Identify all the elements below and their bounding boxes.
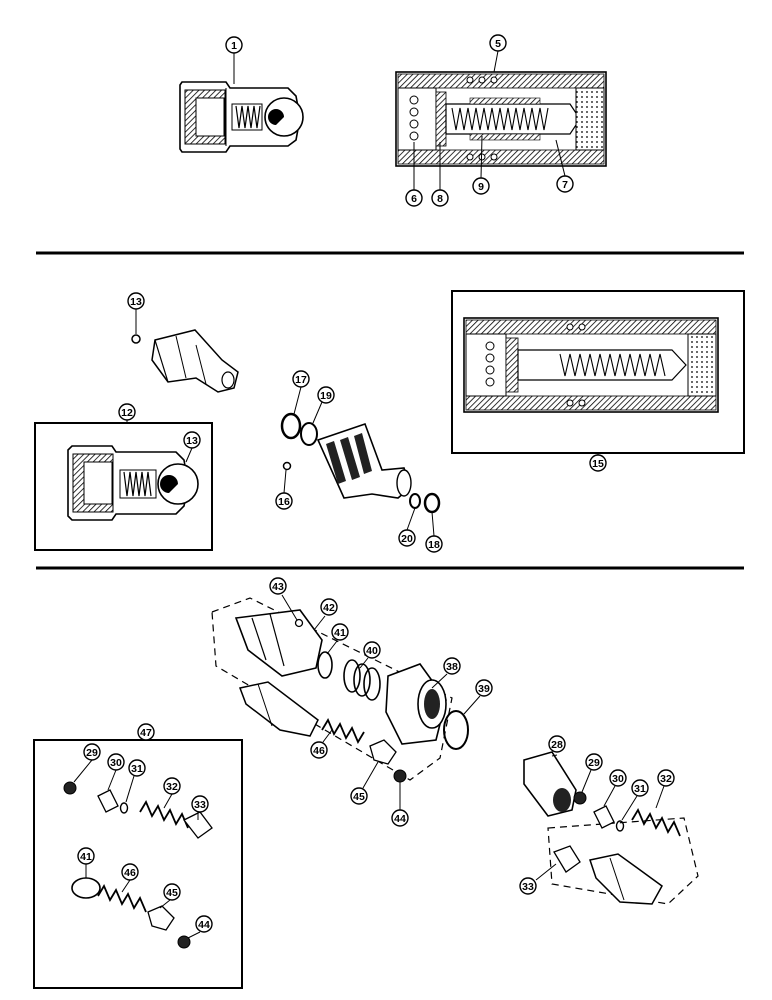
svg-text:31: 31 — [634, 783, 646, 795]
svg-text:44: 44 — [394, 813, 406, 825]
callout-46-main: 46 — [310, 741, 328, 759]
callout-44-main: 44 — [391, 809, 409, 827]
callout-45-kit: 45 — [163, 883, 181, 901]
svg-text:30: 30 — [612, 773, 624, 785]
svg-text:6: 6 — [411, 193, 417, 205]
valve-kit-47 — [63, 781, 213, 949]
svg-text:32: 32 — [166, 781, 178, 793]
svg-text:7: 7 — [562, 179, 568, 191]
svg-text:8: 8 — [437, 193, 443, 205]
callout-29-kit: 29 — [83, 743, 101, 761]
callout-13-ball: 13 — [183, 431, 201, 449]
sleeve-assembly — [234, 609, 469, 783]
leader-lines — [73, 50, 665, 939]
right-valve-assembly — [523, 751, 681, 905]
callout-41-kit: 41 — [77, 847, 95, 865]
svg-text:30: 30 — [110, 757, 122, 769]
callout-20: 20 — [398, 529, 416, 547]
svg-text:1: 1 — [231, 40, 237, 52]
callout-17: 17 — [292, 370, 310, 388]
callout-33-kit: 33 — [191, 795, 209, 813]
svg-text:15: 15 — [592, 458, 604, 470]
callout-33-right: 33 — [519, 877, 537, 895]
callout-18: 18 — [425, 535, 443, 553]
part-1-coupler-body — [179, 81, 304, 153]
svg-text:17: 17 — [295, 374, 307, 386]
svg-text:45: 45 — [166, 887, 178, 899]
inset-box-47 — [33, 739, 243, 989]
svg-text:40: 40 — [366, 645, 378, 657]
callout-43: 43 — [269, 577, 287, 595]
svg-text:12: 12 — [121, 407, 133, 419]
callout-41-main: 41 — [331, 623, 349, 641]
callout-15: 15 — [589, 454, 607, 472]
callout-1: 1 — [225, 36, 243, 54]
svg-text:46: 46 — [313, 745, 325, 757]
callout-31-right: 31 — [631, 779, 649, 797]
callout-31-kit: 31 — [128, 759, 146, 777]
svg-text:39: 39 — [478, 683, 490, 695]
callout-29-right: 29 — [585, 753, 603, 771]
svg-text:28: 28 — [551, 739, 563, 751]
svg-text:41: 41 — [80, 851, 92, 863]
callout-32-right: 32 — [657, 769, 675, 787]
exploded-group-outline — [211, 597, 453, 781]
svg-text:32: 32 — [660, 773, 672, 785]
callout-46-kit: 46 — [121, 863, 139, 881]
callout-44-kit: 44 — [195, 915, 213, 933]
svg-text:19: 19 — [320, 390, 332, 402]
callout-42: 42 — [320, 598, 338, 616]
callout-30-right: 30 — [609, 769, 627, 787]
callout-5: 5 — [489, 34, 507, 52]
callout-28: 28 — [548, 735, 566, 753]
svg-text:43: 43 — [272, 581, 284, 593]
svg-text:20: 20 — [401, 533, 413, 545]
callout-47: 47 — [137, 723, 155, 741]
socket-assembly — [280, 412, 441, 514]
callout-8: 8 — [431, 189, 449, 207]
callout-19: 19 — [317, 386, 335, 404]
part-12-coupler-body — [67, 445, 199, 521]
svg-text:29: 29 — [86, 747, 98, 759]
svg-text:46: 46 — [124, 867, 136, 879]
part-15-coupler-cutaway — [463, 317, 719, 413]
callout-6: 6 — [405, 189, 423, 207]
callout-9: 9 — [472, 177, 490, 195]
svg-text:29: 29 — [588, 757, 600, 769]
nipple-assembly — [131, 329, 239, 393]
callout-7: 7 — [556, 175, 574, 193]
callout-39: 39 — [475, 679, 493, 697]
svg-text:16: 16 — [278, 496, 290, 508]
svg-text:47: 47 — [140, 727, 152, 739]
svg-text:41: 41 — [334, 627, 346, 639]
svg-text:18: 18 — [428, 539, 440, 551]
part-5-coupler-cutaway — [395, 71, 607, 167]
svg-text:9: 9 — [478, 181, 484, 193]
callout-30-kit: 30 — [107, 753, 125, 771]
svg-text:13: 13 — [130, 296, 142, 308]
callout-13-nipple: 13 — [127, 292, 145, 310]
svg-text:13: 13 — [186, 435, 198, 447]
svg-text:45: 45 — [353, 791, 365, 803]
svg-text:31: 31 — [131, 763, 143, 775]
callout-12: 12 — [118, 403, 136, 421]
svg-text:33: 33 — [194, 799, 206, 811]
callout-45-main: 45 — [350, 787, 368, 805]
svg-text:33: 33 — [522, 881, 534, 893]
callout-40: 40 — [363, 641, 381, 659]
callout-38: 38 — [443, 657, 461, 675]
svg-text:38: 38 — [446, 661, 458, 673]
svg-text:42: 42 — [323, 602, 335, 614]
callout-32-kit: 32 — [163, 777, 181, 795]
svg-text:44: 44 — [198, 919, 210, 931]
callout-16: 16 — [275, 492, 293, 510]
svg-text:5: 5 — [495, 38, 501, 50]
